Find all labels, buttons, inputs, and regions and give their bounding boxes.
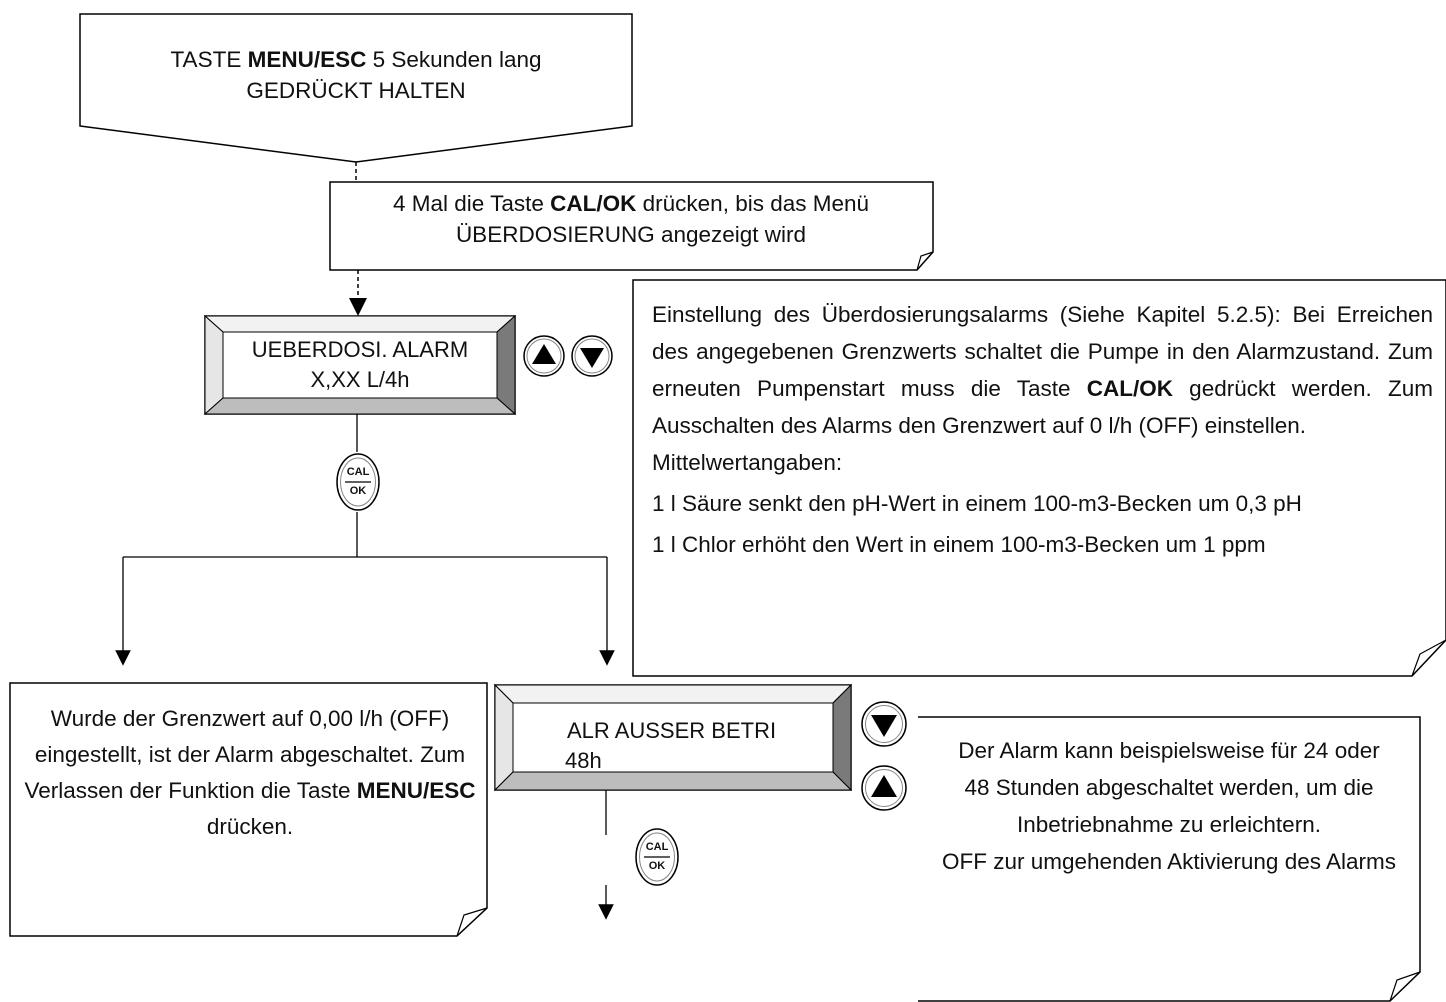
down-arrow-button-icon[interactable]	[570, 334, 614, 378]
off-display-line1: ALR AUSSER BETRI	[567, 718, 777, 743]
left-note-key-menu-esc: MENU/ESC	[356, 778, 476, 803]
info-paragraph: Einstellung des Überdosierungsalarms (Si…	[652, 296, 1433, 444]
info-acid-line: 1 l Säure senkt den pH-Wert in einem 100…	[652, 491, 1302, 516]
info-p1-post: gedrückt werden. Zum Ausschalten des Ala…	[652, 376, 1433, 438]
right-note-text1: Der Alarm kann beispielsweise für 24 ode…	[958, 738, 1380, 837]
up-arrow-button-icon[interactable]	[860, 764, 908, 812]
off-display-text: ALR AUSSER BETRI 48h	[565, 716, 827, 776]
info-chlor-line: 1 l Chlor erhöht den Wert in einem 100-m…	[652, 532, 1266, 557]
cal-ok-label-top: CAL	[346, 466, 370, 478]
cal-ok-button-icon[interactable]: CAL OK	[634, 827, 680, 887]
off-display-line2: 48h	[565, 748, 602, 773]
cal-ok-button-icon[interactable]: CAL OK	[335, 452, 381, 512]
start-line1-pre: TASTE	[170, 47, 248, 72]
cal-ok-label-top: CAL	[645, 841, 669, 853]
left-note-text: Wurde der Grenzwert auf 0,00 l/h (OFF) e…	[24, 701, 476, 845]
cal-ok-label-bottom: OK	[349, 485, 367, 497]
info-p1-pre: Einstellung des Überdosierungsalarms (Si…	[652, 302, 1433, 401]
start-line1-post: 5 Sekunden lang	[366, 47, 542, 72]
info-box-shape	[632, 279, 1446, 677]
alarm-display-frame	[203, 314, 517, 416]
up-arrow-button-icon[interactable]	[522, 334, 566, 378]
left-note-shape	[9, 682, 488, 937]
left-note-post: drücken.	[206, 814, 294, 839]
step-line1-post: drücken, bis das Menü	[636, 191, 870, 216]
start-key-menu-esc: MENU/ESC	[247, 47, 367, 72]
left-note-pre: Wurde der Grenzwert auf 0,00 l/h (OFF) e…	[24, 706, 466, 803]
right-note-text2: OFF zur umgehenden Aktivierung des Alarm…	[942, 849, 1396, 874]
off-display-frame	[493, 683, 853, 792]
cal-ok-label-bottom: OK	[648, 860, 666, 872]
step-line2: ÜBERDOSIERUNG angezeigt wird	[455, 222, 807, 247]
step-key-cal-ok: CAL/OK	[550, 191, 637, 216]
start-box-shape	[79, 13, 633, 163]
start-line2: GEDRÜCKT HALTEN	[246, 78, 466, 103]
alarm-display-text: UEBERDOSI. ALARM X,XX L/4h	[223, 335, 497, 395]
step-box-text: 4 Mal die Taste CAL/OK drücken, bis das …	[332, 188, 930, 264]
info-box-text: Einstellung des Überdosierungsalarms (Si…	[652, 296, 1433, 563]
right-note-text: Der Alarm kann beispielsweise für 24 ode…	[930, 732, 1408, 880]
step-box-shape	[329, 181, 934, 271]
info-key-cal-ok: CAL/OK	[1086, 376, 1173, 401]
down-arrow-button-icon[interactable]	[860, 700, 908, 748]
start-box-text: TASTE MENU/ESC 5 Sekunden lang GEDRÜCKT …	[90, 44, 622, 106]
step-line1-pre: 4 Mal die Taste	[392, 191, 551, 216]
alarm-display-line1: UEBERDOSI. ALARM	[251, 337, 469, 362]
alarm-display-line2: X,XX L/4h	[310, 367, 410, 392]
info-mittelwert-heading: Mittelwertangaben:	[652, 450, 843, 475]
